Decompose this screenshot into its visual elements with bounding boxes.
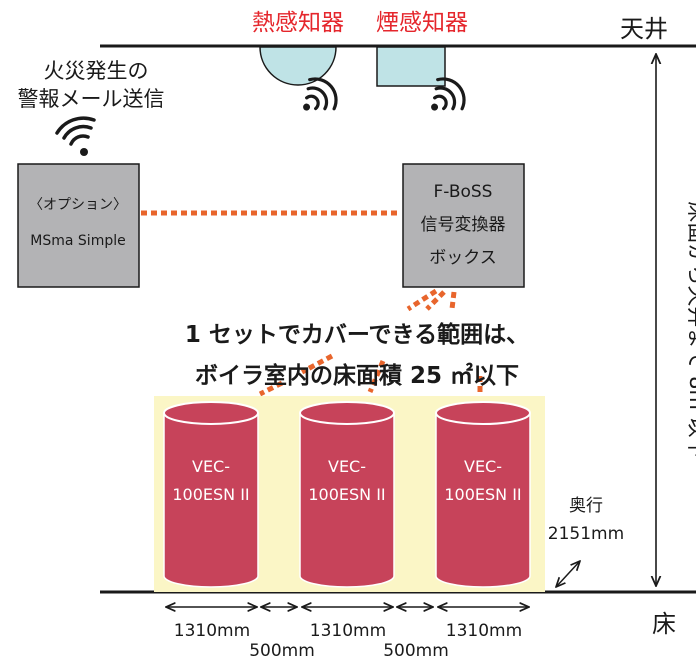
depth-value: 2151mm <box>548 524 624 544</box>
tank: VEC- 100ESN II <box>163 401 259 588</box>
signal-wave-icon <box>303 77 338 111</box>
dimension-width-3: 1310mm <box>446 621 522 641</box>
dimension-width-2: 1310mm <box>310 621 386 641</box>
depth-label: 奥行 <box>569 496 603 516</box>
alert-label-line1: 火災発生の <box>44 59 149 83</box>
dimension-gap-2: 500mm <box>383 641 449 661</box>
dimension-gap-1: 500mm <box>249 641 315 661</box>
wifi-icon <box>55 116 96 156</box>
tank-label-line1: VEC- <box>192 457 230 476</box>
floor-label: 床 <box>652 610 676 638</box>
option-box-line1: 〈オプション〉 <box>29 197 127 213</box>
dimension-width-1: 1310mm <box>174 621 250 641</box>
depth-arrow <box>556 561 580 587</box>
alert-label-line2: 警報メール送信 <box>18 87 165 111</box>
heat-detector <box>259 46 337 86</box>
option-box <box>17 163 140 288</box>
tank-label-line1: VEC- <box>328 457 366 476</box>
tank-label-line2: 100ESN II <box>444 485 521 504</box>
heat-detector-label: 熱感知器 <box>252 10 344 36</box>
fboss-box <box>402 163 525 288</box>
coverage-text-line2: ボイラ室内の床面積 25 ㎡以下 <box>195 362 519 389</box>
signal-wave-icon <box>431 77 466 111</box>
tank-label-line1: VEC- <box>464 457 502 476</box>
tank: VEC- 100ESN II <box>299 401 395 588</box>
smoke-detector <box>376 46 446 87</box>
tank-label-line2: 100ESN II <box>172 485 249 504</box>
height-note: 床面から天井まで 8m 以下 <box>685 201 696 458</box>
ceiling-label: 天井 <box>620 15 668 43</box>
fboss-box-line2: 信号変換器 <box>421 215 506 235</box>
coverage-text-line1: 1 セットでカバーできる範囲は、 <box>185 321 529 348</box>
smoke-detector-label: 煙感知器 <box>376 10 468 36</box>
coverage-rays <box>258 288 483 397</box>
option-box-line2: MSma Simple <box>30 233 125 249</box>
fboss-box-line3: ボックス <box>429 248 497 268</box>
tank-label-line2: 100ESN II <box>308 485 385 504</box>
fboss-box-line1: F-BoSS <box>434 182 493 202</box>
tank: VEC- 100ESN II <box>435 401 531 588</box>
